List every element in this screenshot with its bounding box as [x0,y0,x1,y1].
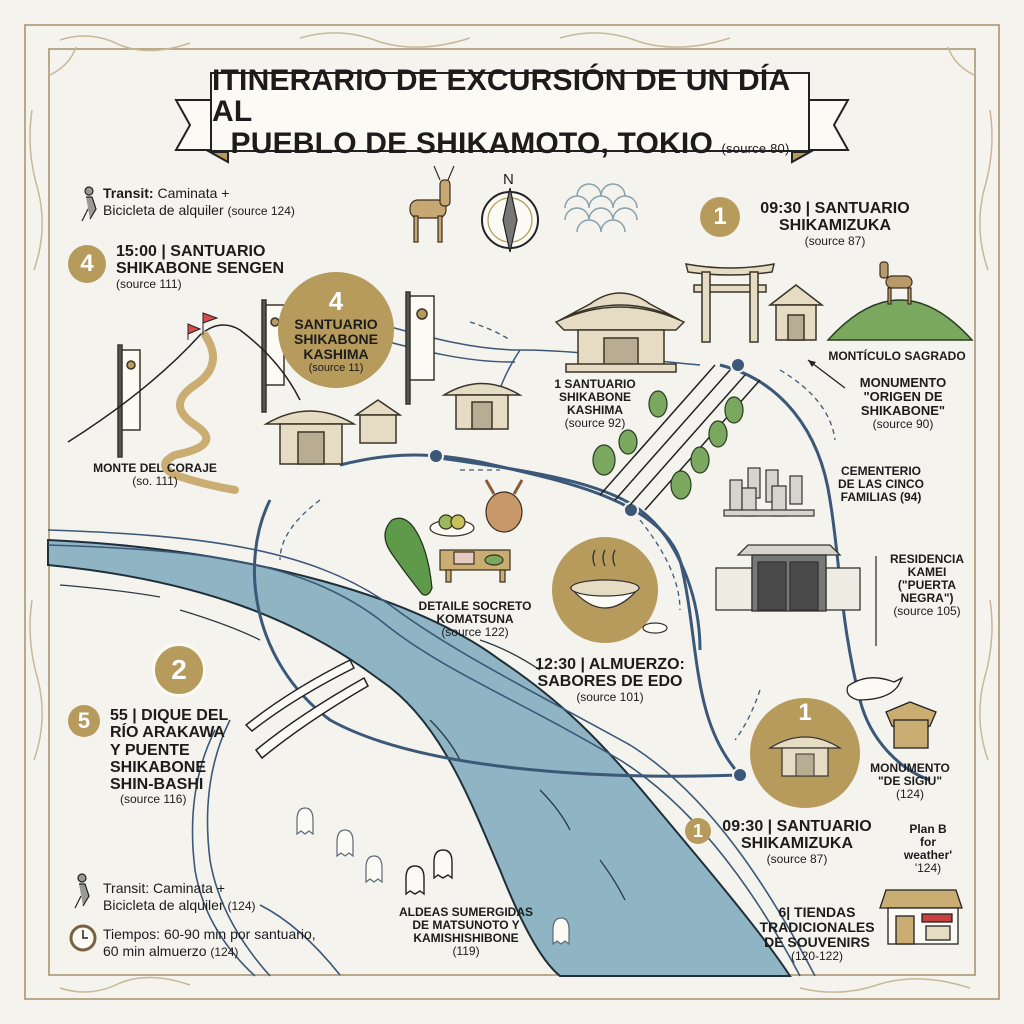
souvenir-box-icon [885,701,937,749]
ramen-bowl-icon [552,537,668,643]
banner-flag-icon [117,291,435,458]
komatsuna-vegetable-icon [384,517,433,596]
title-banner: ITINERARIO DE EXCURSIÓN DE UN DÍA AL PUE… [210,65,810,159]
trees [592,390,744,500]
shrine-icon [263,399,403,465]
compass-north-label: N [503,171,514,188]
taiyaki-snack-icon [846,676,904,701]
souvenir-shop-icon [879,889,963,945]
title-line-2: PUEBLO DE SHIKAMOTO, TOKIO (source 80) [230,126,790,160]
stop-badge-5[interactable]: 5 [68,705,100,737]
shrine-shikamizuka-medallion-icon [750,698,860,808]
food-tray-icon [429,514,511,583]
label-monticulo-sagrado: MONTÍCULO SAGRADO [828,349,966,363]
deer-mascot-icon [484,479,524,533]
walker-icon [81,186,97,222]
walker-icon [74,873,90,909]
shrine-icon [441,382,523,430]
legend-times: Tiempos: 60-90 min por santuario, 60 min… [103,926,316,959]
ghost-icon [296,807,570,946]
wave-pattern-icon [564,183,638,233]
legend-transit-bottom: Transit: Caminata + Bicicleta de alquile… [103,880,256,913]
shrine-kashima-main-icon [554,292,686,373]
ghost-icon [405,849,453,896]
clock-icon [69,924,97,952]
route-node [732,767,748,783]
outer-border [24,24,1000,1000]
sacred-mound [826,299,974,341]
cemetery-gravestones-icon [723,467,815,517]
stop-kashima-medallion[interactable]: 4 SANTUARIO SHIKABONE KASHIMA (source 11… [278,272,394,388]
black-gate-residence-icon [715,544,861,612]
inner-border [48,48,976,976]
legend-transit-top: Transit: Caminata + Bicicleta de alquile… [103,185,295,218]
border-ornaments [29,32,993,993]
title-ribbon-tails [174,99,850,164]
label-monumento-sigiu: MONUMENTO"DE SIGIU" (124) [870,761,950,801]
pointer-arrow [807,359,846,389]
stop-shikamizuka-medallion-number[interactable]: 1 [798,699,812,726]
title-source: (source 80) [721,140,790,156]
stop-badge-4[interactable]: 4 [68,245,106,283]
label-monte-coraje: MONTE DEL CORAJE(so. 111) [93,461,217,488]
deer-icon [879,261,913,305]
title-line-1: ITINERARIO DE EXCURSIÓN DE UN DÍA AL [212,63,790,129]
compass-icon [481,187,539,253]
route-node [730,357,746,373]
stop-badge-2-river[interactable]: 2 [152,643,206,697]
route-node [623,502,639,518]
stop-lunch-label[interactable]: 12:30 | ALMUERZO:SABORES DE EDO (source … [535,656,685,704]
deer-icon [409,165,455,243]
stop-badge-1-bottom[interactable]: 1 [685,818,711,844]
shrine-icon [767,284,825,341]
shin-bashi-bridge-icon [244,658,369,760]
torii-gate-icon [684,263,776,343]
route-node [428,448,444,464]
stop-badge-1[interactable]: 1 [700,197,740,237]
mountain-courage-icon [67,312,301,494]
